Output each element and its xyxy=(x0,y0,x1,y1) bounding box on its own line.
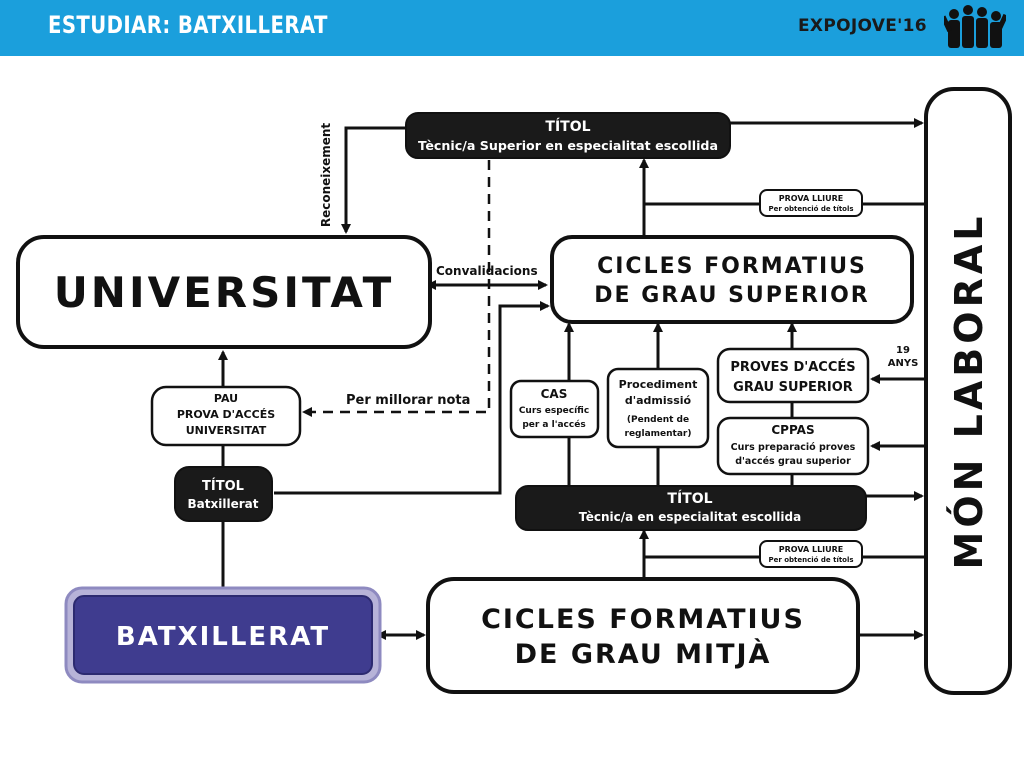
prova-lliure-bottom-line2: Per obtenció de títols xyxy=(768,556,853,564)
procediment-line3: (Pendent de xyxy=(627,415,689,425)
universitat-label: UNIVERSITAT xyxy=(54,268,395,317)
page-title: ESTUDIAR: BATXILLERAT xyxy=(48,11,328,39)
mon-laboral-box: MÓN LABORAL xyxy=(924,87,1012,695)
titol-superior-title: TÍTOL xyxy=(545,118,590,135)
titol-tecnic-title: TÍTOL xyxy=(667,490,712,507)
cas-title: CAS xyxy=(541,387,568,401)
titol-batxillerat-box: TÍTOL Batxillerat xyxy=(174,466,273,522)
proves-acces-box: PROVES D'ACCÉS GRAU SUPERIOR xyxy=(716,347,870,404)
cfgs-box: CICLES FORMATIUS DE GRAU SUPERIOR xyxy=(550,235,914,324)
prova-lliure-top-line1: PROVA LLIURE xyxy=(779,194,844,203)
mon-laboral-label: MÓN LABORAL xyxy=(947,213,991,570)
convalidacions-label: Convalidacions xyxy=(436,264,538,278)
prova-lliure-bottom-box: PROVA LLIURE Per obtenció de títols xyxy=(759,540,863,568)
anys-19-line1: 19 xyxy=(896,345,910,356)
pau-line1: PAU xyxy=(214,392,238,405)
procediment-box: Procediment d'admissió (Pendent de regla… xyxy=(606,367,710,449)
prova-lliure-top-box: PROVA LLIURE Per obtenció de títols xyxy=(759,189,863,217)
cppas-line1: Curs preparació proves xyxy=(731,442,856,453)
prova-lliure-bottom-line1: PROVA LLIURE xyxy=(779,545,844,554)
batxillerat-label: BATXILLERAT xyxy=(116,622,330,652)
proves-acces-line1: PROVES D'ACCÉS xyxy=(730,359,855,375)
procediment-line1: Procediment xyxy=(619,378,698,391)
cfgm-line1: CICLES FORMATIUS xyxy=(481,604,805,635)
cas-line1: Curs específic xyxy=(519,406,589,416)
cfgm-line2: DE GRAU MITJÀ xyxy=(515,638,772,670)
reconeixement-label: Reconeixement xyxy=(319,123,333,228)
prova-lliure-top-line2: Per obtenció de títols xyxy=(768,205,853,213)
titol-batxillerat-title: TÍTOL xyxy=(202,478,244,494)
batxillerat-box: BATXILLERAT xyxy=(64,586,382,684)
cppas-title: CPPAS xyxy=(771,423,814,437)
people-logo-icon xyxy=(944,5,1006,48)
batxillerat-inner xyxy=(73,595,373,675)
proves-acces-line2: GRAU SUPERIOR xyxy=(733,380,853,395)
pau-line3: UNIVERSITAT xyxy=(186,424,267,437)
titol-tecnic-box: TÍTOL Tècnic/a en especialitat escollida xyxy=(515,485,867,531)
cas-line2: per a l'accés xyxy=(522,419,585,430)
titol-tecnic-subtitle: Tècnic/a en especialitat escollida xyxy=(579,510,801,524)
cfgs-line2: DE GRAU SUPERIOR xyxy=(594,283,869,308)
anys-19-line2: ANYS xyxy=(888,358,919,369)
cfgm-box: CICLES FORMATIUS DE GRAU MITJÀ xyxy=(426,577,860,694)
cas-box: CAS Curs específic per a l'accés xyxy=(509,379,600,439)
titol-superior-subtitle: Tècnic/a Superior en especialitat escoll… xyxy=(418,139,718,153)
universitat-box: UNIVERSITAT xyxy=(16,235,432,349)
pau-line2: PROVA D'ACCÉS xyxy=(177,408,275,421)
header-bar: ESTUDIAR: BATXILLERAT EXPOJOVE'16 xyxy=(0,0,1024,56)
titol-batxillerat-subtitle: Batxillerat xyxy=(188,497,259,511)
procediment-line2: d'admissió xyxy=(625,394,692,407)
cppas-box: CPPAS Curs preparació proves d'accés gra… xyxy=(716,416,870,476)
cfgs-line1: CICLES FORMATIUS xyxy=(597,254,867,279)
pau-box: PAU PROVA D'ACCÉS UNIVERSITAT xyxy=(150,385,302,447)
per-millorar-nota-label: Per millorar nota xyxy=(346,393,470,408)
titol-superior-box: TÍTOL Tècnic/a Superior en especialitat … xyxy=(405,112,731,159)
procediment-line4: reglamentar) xyxy=(625,429,692,439)
brand-name: EXPOJOVE'16 xyxy=(798,16,927,36)
cppas-line2: d'accés grau superior xyxy=(735,456,851,467)
